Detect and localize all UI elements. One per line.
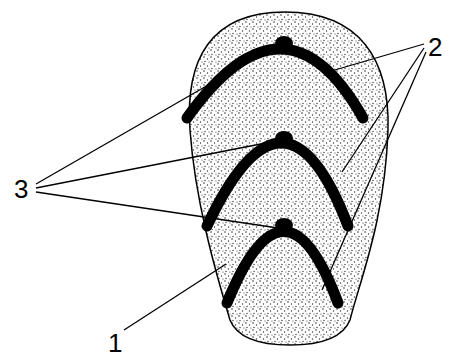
chevron-bands (187, 49, 363, 303)
callout-number: 1 (108, 330, 122, 356)
callout-number: 3 (14, 176, 28, 202)
body-border (189, 12, 388, 345)
callout-number: 2 (428, 34, 442, 60)
apex-knobs (275, 36, 293, 232)
leader-lines (36, 44, 426, 330)
